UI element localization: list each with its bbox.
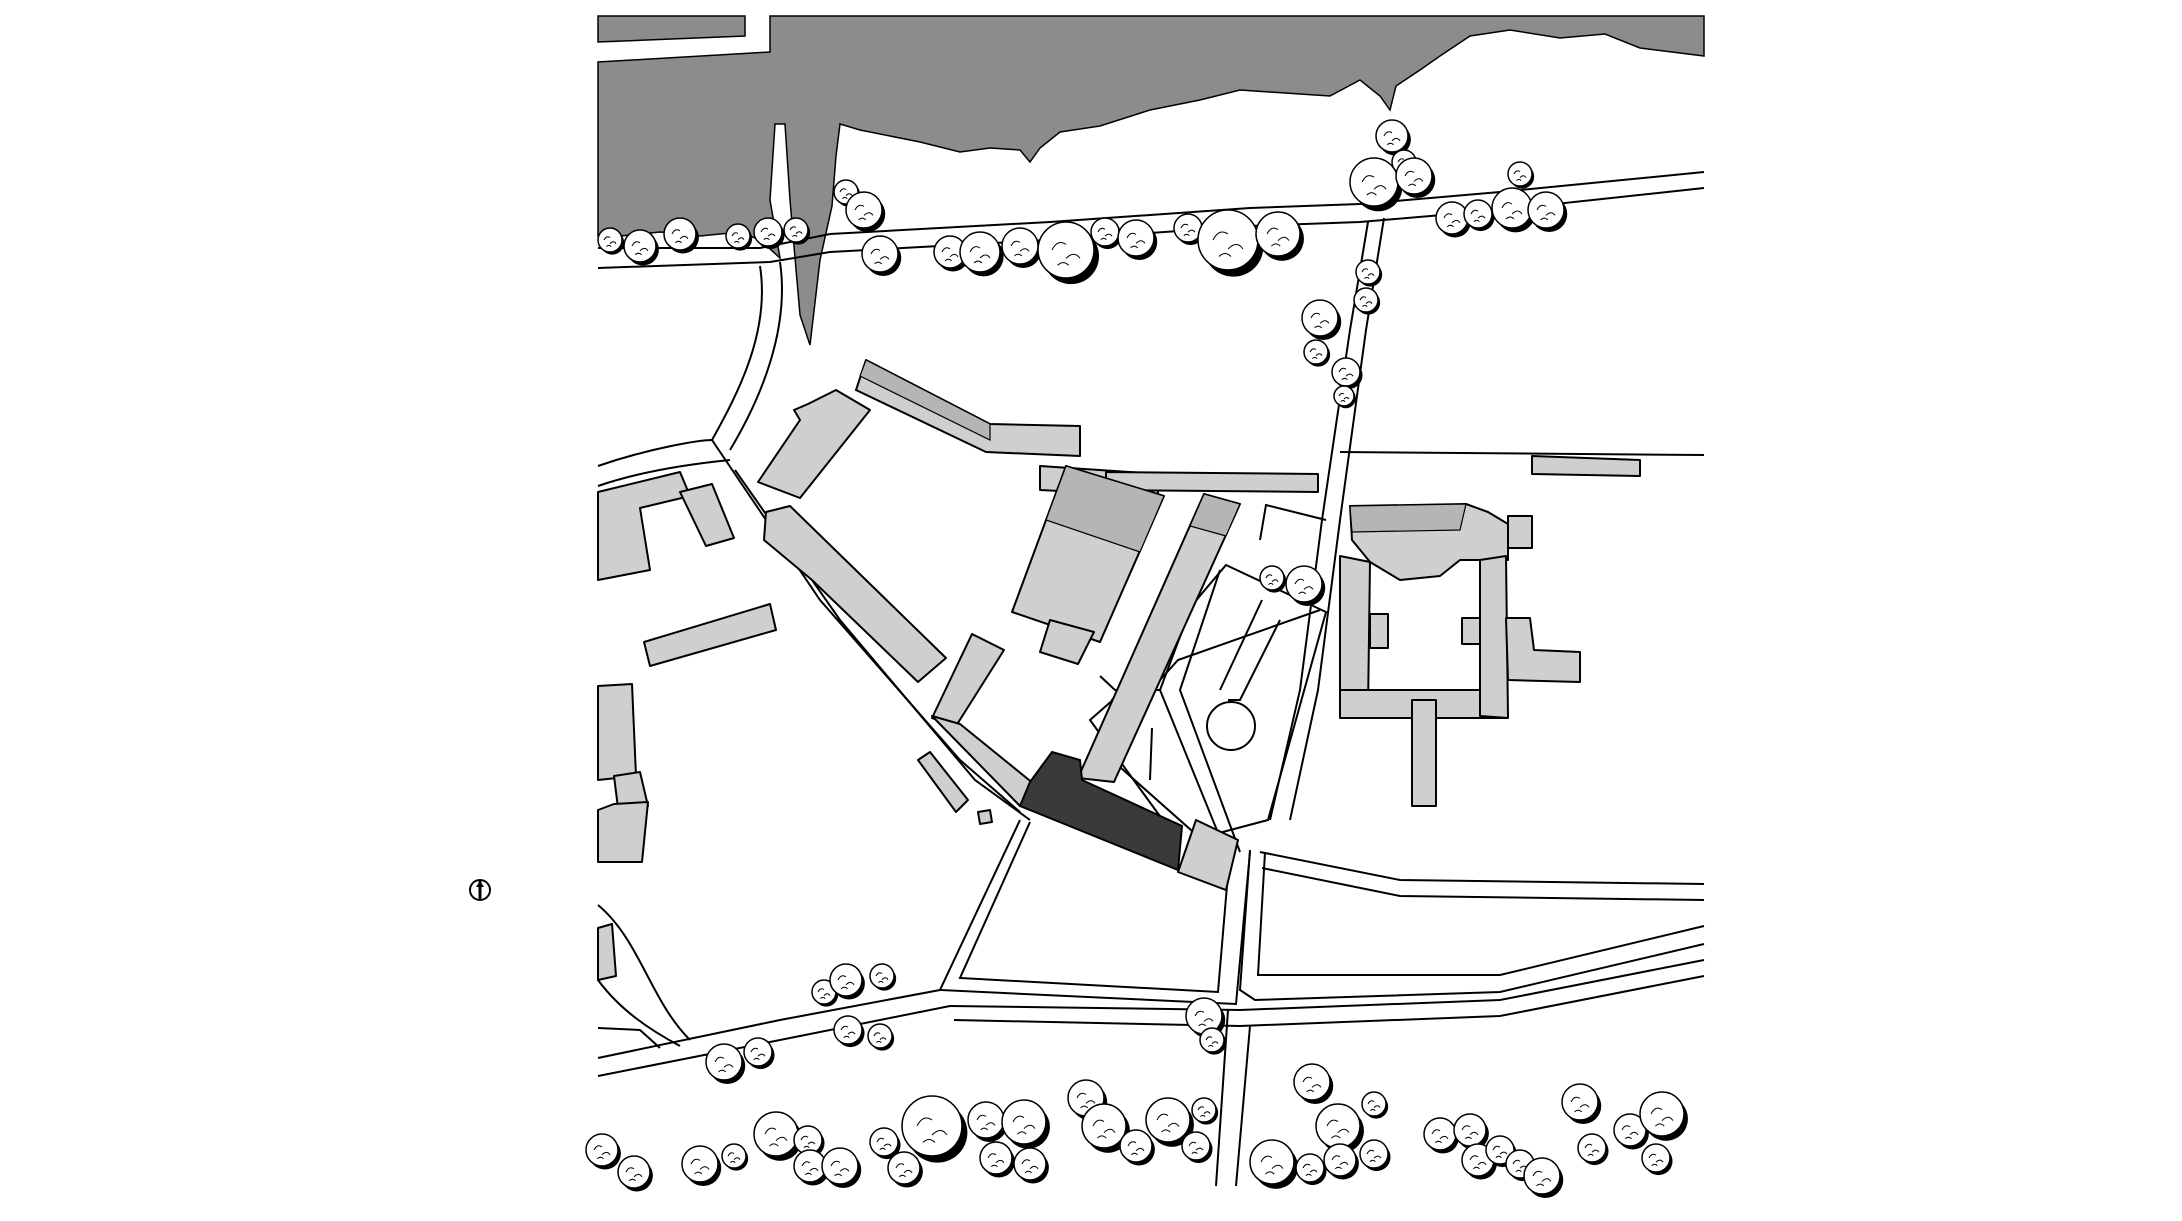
building-west-3	[643, 603, 777, 667]
tree-icon	[1117, 219, 1158, 260]
building-main-annex	[1039, 619, 1095, 665]
building-nw-lower	[763, 505, 947, 683]
tree-icon	[793, 1125, 825, 1158]
tree-icon	[1507, 161, 1535, 189]
tree-icon	[1361, 1091, 1389, 1119]
tree-icon	[705, 1043, 746, 1084]
tree-icon	[1435, 201, 1471, 238]
tree-icon	[743, 1037, 775, 1070]
tree-icon	[1315, 1103, 1364, 1153]
tree-icon	[1293, 1063, 1334, 1104]
building-center-3	[1531, 455, 1641, 477]
building-cloister-tower	[1507, 515, 1533, 549]
tree-icon	[721, 1143, 749, 1171]
building-cloister-east	[1479, 555, 1509, 719]
tree-icon	[1453, 1113, 1489, 1150]
tree-icon	[1001, 1099, 1050, 1149]
tree-icon	[1181, 1131, 1213, 1164]
tree-icon	[783, 217, 811, 245]
building-pavilion	[1177, 819, 1239, 891]
tree-icon	[1081, 1103, 1130, 1153]
building-west-7	[597, 923, 617, 981]
tree-icon	[1173, 213, 1205, 246]
tree-icon	[1090, 217, 1122, 250]
tree-icon	[867, 1023, 895, 1051]
building-cloister-south-arm	[1411, 699, 1437, 807]
tree-icon	[1641, 1143, 1673, 1176]
tree-icon	[1013, 1147, 1049, 1184]
tree-icon	[1527, 191, 1568, 232]
tree-layer	[585, 119, 1688, 1198]
tree-icon	[959, 231, 1004, 277]
building-small-2	[977, 809, 993, 825]
tree-icon	[1639, 1091, 1688, 1141]
tree-icon	[821, 1147, 862, 1188]
tree-icon	[1613, 1113, 1649, 1150]
tree-icon	[1295, 1153, 1327, 1186]
tree-icon	[1577, 1133, 1609, 1166]
tree-icon	[1301, 299, 1342, 340]
tree-icon	[829, 963, 865, 1000]
tree-icon	[1119, 1129, 1155, 1166]
tree-icon	[1255, 211, 1304, 261]
tree-icon	[861, 235, 902, 276]
tree-icon	[1333, 385, 1356, 409]
tree-icon	[793, 1149, 829, 1186]
water-area	[597, 15, 1705, 346]
building-small-1	[917, 751, 969, 813]
tree-icon	[1355, 259, 1383, 287]
tree-icon	[1303, 339, 1331, 367]
building-west-6	[597, 801, 649, 863]
tree-icon	[617, 1155, 653, 1192]
building-west-2	[679, 483, 735, 547]
tree-icon	[681, 1145, 722, 1186]
tree-icon	[623, 229, 659, 266]
tree-icon	[585, 1133, 621, 1170]
tree-icon	[1395, 157, 1436, 198]
tree-icon	[753, 217, 785, 250]
roof-shading	[859, 359, 1467, 553]
tree-icon	[725, 223, 753, 251]
tree-icon	[887, 1151, 923, 1188]
tree-icon	[869, 963, 897, 991]
tree-icon	[1359, 1139, 1391, 1172]
tree-icon	[1349, 157, 1403, 212]
north-arrow-icon	[469, 879, 491, 901]
tree-icon	[1523, 1157, 1564, 1198]
tree-icon	[833, 1015, 865, 1048]
tree-icon	[1199, 1027, 1227, 1055]
tree-icon	[663, 217, 699, 254]
tree-icon	[1353, 287, 1381, 315]
tree-icon	[1491, 187, 1536, 233]
tree-icon	[1375, 119, 1411, 156]
tree-icon	[753, 1111, 802, 1161]
building-west-4	[597, 683, 637, 781]
tree-icon	[1561, 1083, 1602, 1124]
building-nw-arm	[757, 389, 871, 499]
tree-icon	[869, 1127, 901, 1160]
highlight-building	[1018, 750, 1184, 872]
tree-icon	[901, 1095, 968, 1163]
tree-icon	[597, 227, 625, 255]
tree-icon	[1191, 1097, 1219, 1125]
tree-icon	[845, 191, 886, 232]
building-cloister-east-chapel	[1461, 617, 1481, 645]
garden-roundabout	[1206, 701, 1256, 751]
building-west-1	[597, 471, 691, 581]
tree-icon	[1001, 227, 1042, 268]
tree-icon	[1463, 199, 1495, 232]
tree-icon	[1323, 1143, 1359, 1180]
building-cloister-ext	[1505, 617, 1581, 683]
tree-icon	[1037, 221, 1100, 285]
tree-icon	[1285, 565, 1326, 606]
building-cloister-west-chapel	[1369, 613, 1389, 649]
tree-icon	[1249, 1139, 1298, 1189]
tree-icon	[1259, 565, 1287, 593]
tree-icon	[979, 1141, 1015, 1178]
tree-icon	[1145, 1097, 1194, 1147]
tree-icon	[1423, 1117, 1459, 1154]
